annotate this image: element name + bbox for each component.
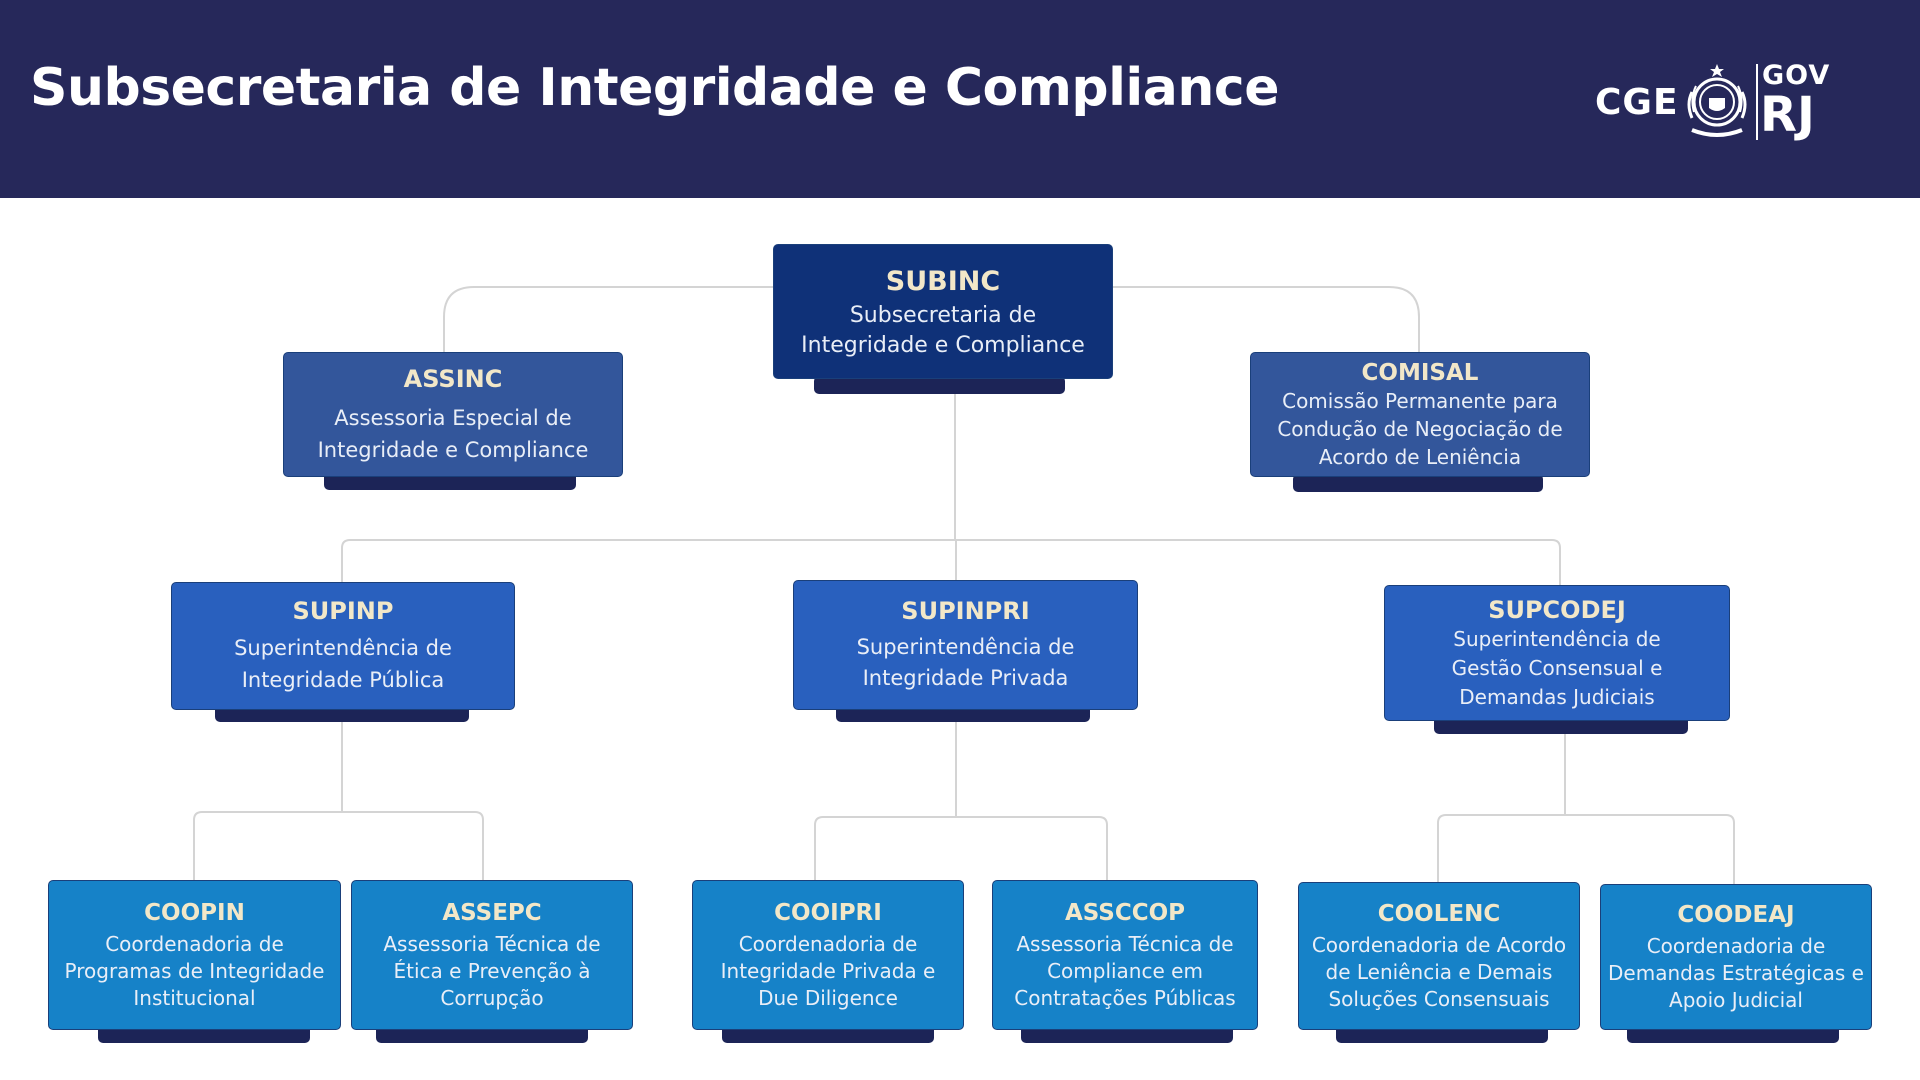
node-supcodej-code: SUPCODEJ [1488, 595, 1626, 624]
node-supinp[interactable]: SUPINP Superintendência de Integridade P… [171, 582, 515, 710]
node-assepc-description: Assessoria Técnica de Ética e Prevenção … [383, 931, 601, 1010]
node-coodeaj-code: COODEAJ [1677, 901, 1795, 928]
node-cooipri-code: COOIPRI [774, 899, 882, 926]
connector-subinc-assinc [443, 286, 773, 352]
node-supinp-code: SUPINP [292, 597, 394, 625]
logo-cge-text: CGE [1595, 82, 1679, 123]
node-coopin-code: COOPIN [144, 899, 245, 926]
header-banner: Subsecretaria de Integridade e Complianc… [0, 0, 1920, 198]
logo-divider [1756, 64, 1758, 140]
node-assccop-code: ASSCCOP [1064, 899, 1186, 926]
node-supinpri-description: Superintendência de Integridade Privada [856, 635, 1075, 690]
node-comisal-shadow [1293, 474, 1543, 492]
connector-supinp-children [193, 720, 484, 880]
node-supcodej-description: Superintendência de Gestão Consensual e … [1451, 626, 1663, 709]
node-cooipri[interactable]: COOIPRI Coordenadoria de Integridade Pri… [692, 880, 964, 1030]
node-supcodej[interactable]: SUPCODEJ Superintendência de Gestão Cons… [1384, 585, 1730, 721]
node-supinp-description: Superintendência de Integridade Pública [234, 636, 452, 692]
node-supinpri-code: SUPINPRI [901, 597, 1030, 625]
node-subinc[interactable]: SUBINC Subsecretaria de Integridade e Co… [773, 244, 1113, 379]
connector-supinpri-children [814, 720, 1108, 880]
connector-supcodej-children [1437, 732, 1735, 884]
node-assepc[interactable]: ASSEPC Assessoria Técnica de Ética e Pre… [351, 880, 633, 1030]
logo-gov-text: GOV [1762, 60, 1831, 91]
coat-of-arms-icon [1687, 64, 1747, 137]
node-coodeaj[interactable]: COODEAJ Coordenadoria de Demandas Estrat… [1600, 884, 1872, 1030]
node-cooipri-description: Coordenadoria de Integridade Privada e D… [720, 931, 936, 1010]
node-comisal-description: Comissão Permanente para Condução de Neg… [1277, 388, 1563, 469]
node-coodeaj-description: Coordenadoria de Demandas Estratégicas e… [1608, 933, 1864, 1012]
node-assccop[interactable]: ASSCCOP Assessoria Técnica de Compliance… [992, 880, 1258, 1030]
node-subinc-description: Subsecretaria de Integridade e Complianc… [801, 302, 1085, 358]
page-title: Subsecretaria de Integridade e Complianc… [30, 58, 1279, 118]
node-subinc-shadow [814, 376, 1065, 394]
node-comisal[interactable]: COMISAL Comissão Permanente para Conduçã… [1250, 352, 1590, 477]
node-assinc[interactable]: ASSINC Assessoria Especial de Integridad… [283, 352, 623, 477]
node-assinc-description: Assessoria Especial de Integridade e Com… [317, 405, 589, 462]
node-coolenc-code: COOLENC [1377, 900, 1501, 927]
connector-subinc-comisal [1113, 286, 1420, 352]
node-coolenc-description: Coordenadoria de Acordo de Leniência e D… [1311, 932, 1567, 1011]
cge-govrj-logo: CGE GOV RJ [1592, 60, 1842, 146]
node-assinc-code: ASSINC [403, 364, 503, 393]
node-assepc-code: ASSEPC [442, 899, 542, 926]
node-coopin[interactable]: COOPIN Coordenadoria de Programas de Int… [48, 880, 341, 1030]
node-comisal-code: COMISAL [1361, 359, 1479, 386]
node-coopin-description: Coordenadoria de Programas de Integridad… [64, 931, 325, 1010]
node-supinpri[interactable]: SUPINPRI Superintendência de Integridade… [793, 580, 1138, 710]
node-coolenc[interactable]: COOLENC Coordenadoria de Acordo de Leniê… [1298, 882, 1580, 1030]
node-subinc-code: SUBINC [885, 265, 1001, 297]
logo-rj-text: RJ [1760, 87, 1815, 143]
connector-superintendencies-bus [341, 539, 1561, 586]
node-assccop-description: Assessoria Técnica de Compliance em Cont… [1014, 931, 1236, 1010]
